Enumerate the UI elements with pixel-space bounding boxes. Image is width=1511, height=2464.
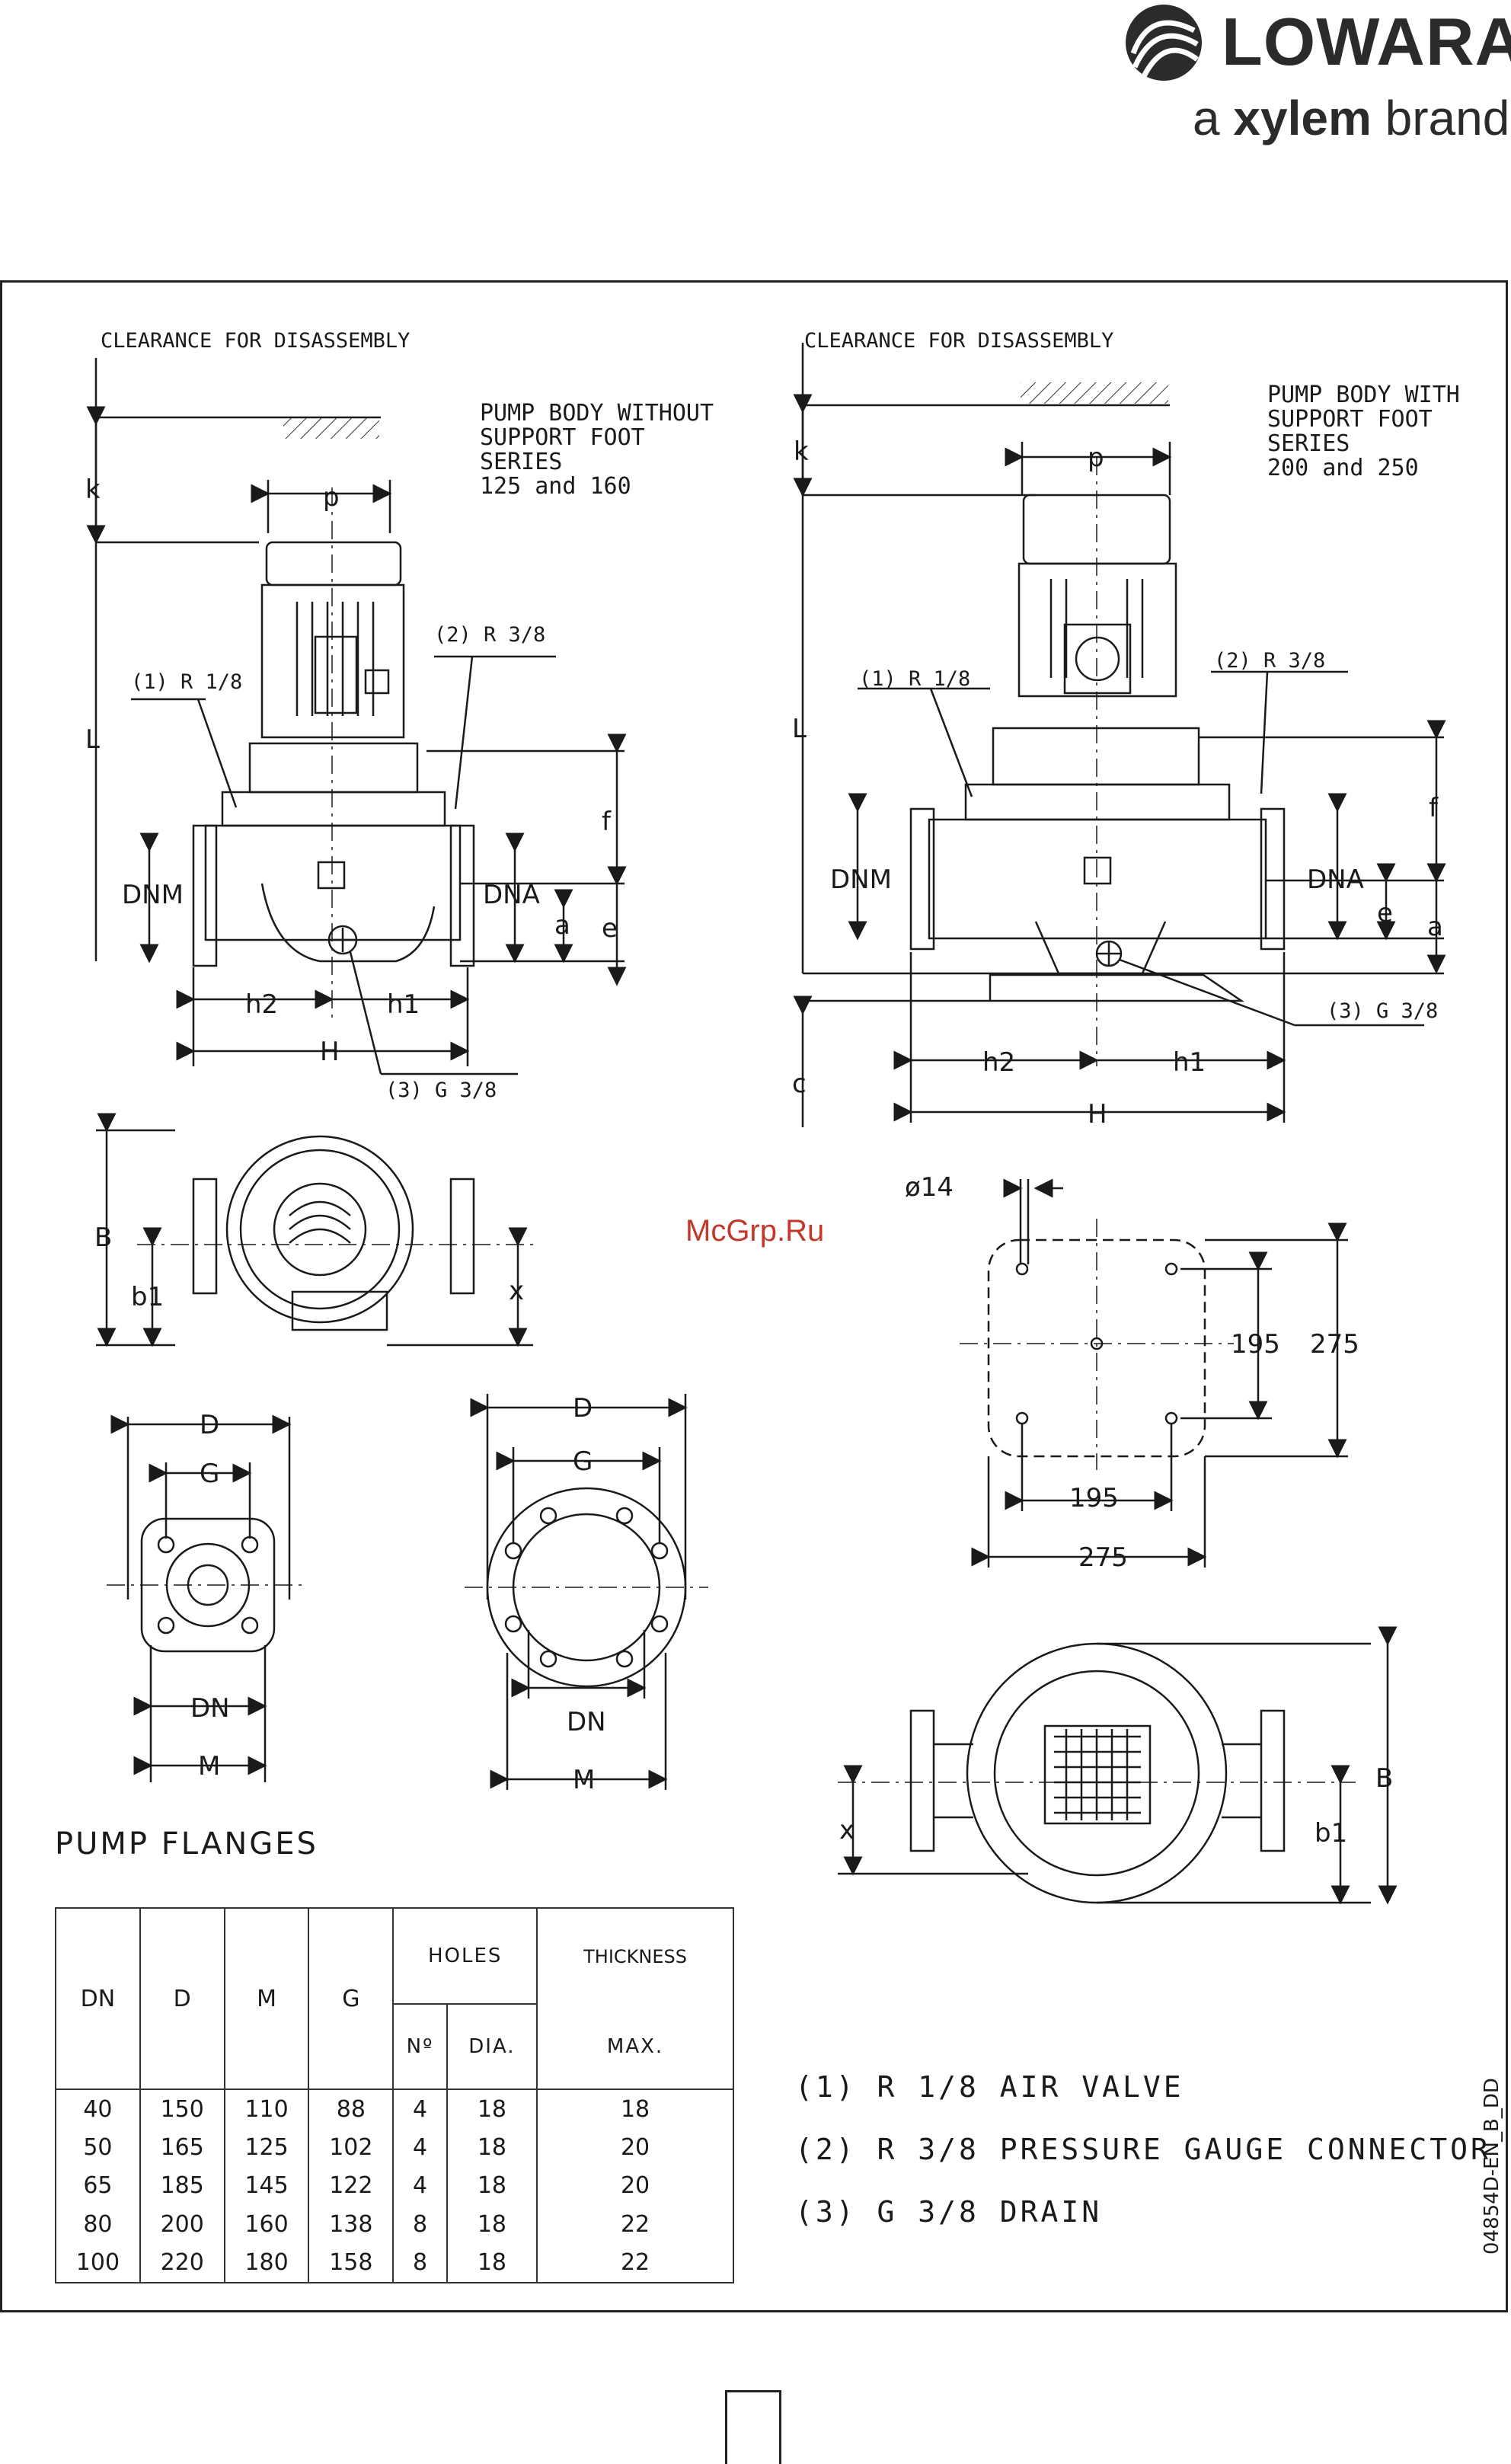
flange-small-D: D (200, 1410, 219, 1440)
page-number-box (725, 2390, 781, 2464)
left-note-line-4: 125 and 160 (480, 473, 631, 500)
col-holes-no: Nº (392, 2003, 448, 2090)
right-dim-L: L (792, 714, 807, 744)
col-d: D (139, 1907, 225, 2090)
left-plan-dim-x: x (509, 1276, 524, 1306)
right-dim-h1: h1 (1173, 1047, 1206, 1078)
brand-tagline: a xylem brand (1193, 91, 1510, 145)
right-dim-p: p (1088, 443, 1104, 473)
foot-dim-outer-v: 275 (1310, 1329, 1359, 1360)
left-dim-L: L (85, 724, 100, 755)
right-note-line-1: PUMP BODY WITH (1267, 382, 1460, 408)
left-dim-h1: h1 (387, 989, 420, 1020)
right-callout-2: (2) R 3/8 (1214, 649, 1325, 673)
drawing-frame (0, 280, 1508, 2312)
right-dim-h2: h2 (982, 1047, 1015, 1078)
left-pump-elevation (86, 358, 627, 1075)
document-id: 04854D-EN_B_DD (1481, 2078, 1503, 2255)
left-note-line-2: SUPPORT FOOT (480, 424, 645, 451)
left-dim-H: H (320, 1037, 340, 1067)
flange-8-holes (465, 1394, 708, 1790)
left-note-line-1: PUMP BODY WITHOUT (480, 400, 714, 427)
right-dim-c: c (792, 1069, 807, 1099)
support-foot-plan (960, 1178, 1348, 1568)
left-dim-a: a (554, 910, 570, 941)
col-dn: DN (55, 1907, 141, 2090)
foot-dim-outer-h: 275 (1078, 1542, 1128, 1573)
flange-large-D: D (573, 1393, 593, 1424)
right-clearance-label: CLEARANCE FOR DISASSEMBLY (804, 329, 1113, 353)
lowara-swirl-icon (1126, 5, 1202, 81)
left-clearance-label: CLEARANCE FOR DISASSEMBLY (101, 329, 410, 353)
left-dim-f: f (602, 807, 612, 837)
right-callout-3: (3) G 3/8 (1327, 999, 1438, 1023)
right-pump-elevation (793, 343, 1446, 1127)
flange-4-holes (107, 1414, 305, 1782)
left-pump-plan (96, 1113, 533, 1347)
col-holes: HOLES (392, 1907, 538, 2005)
foot-hole-dia: ø14 (905, 1172, 954, 1203)
right-plan-dim-x: x (839, 1815, 855, 1846)
right-dim-f: f (1429, 793, 1439, 823)
left-callout-3: (3) G 3/8 (385, 1079, 497, 1102)
right-dim-e: e (1377, 898, 1393, 928)
left-dim-DNA: DNA (483, 880, 540, 910)
flange-large-DN: DN (567, 1707, 606, 1737)
right-pump-plan (838, 1626, 1398, 1905)
right-dim-a: a (1427, 912, 1443, 942)
flange-small-G: G (200, 1459, 219, 1489)
col-thickness: THICKNESS (536, 1907, 734, 2004)
left-dim-e: e (602, 913, 618, 944)
right-dim-DNA: DNA (1307, 864, 1364, 895)
brand-name: LOWARA (1222, 4, 1511, 79)
right-dim-k: k (794, 436, 809, 467)
right-plan-dim-B: B (1375, 1763, 1393, 1794)
right-callout-1: (1) R 1/8 (859, 667, 970, 691)
pump-flanges-table: DN D M G HOLES THICKNESS Nº DIA. MAX. 40… (55, 1907, 734, 2284)
watermark: McGrp.Ru (685, 1214, 825, 1248)
pump-flanges-title: PUMP FLANGES (55, 1826, 318, 1862)
flange-large-G: G (573, 1446, 593, 1477)
col-thickness-max: MAX. (536, 2004, 734, 2090)
left-callout-1: (1) R 1/8 (131, 670, 242, 694)
left-dim-p: p (323, 482, 340, 513)
left-dim-DNM: DNM (122, 880, 184, 910)
right-dim-DNM: DNM (830, 864, 892, 895)
right-dim-H: H (1088, 1099, 1107, 1130)
legend-item-pressure-gauge: (2) R 3/8 PRESSURE GAUGE CONNECTOR (795, 2133, 1491, 2166)
left-note-line-3: SERIES (480, 449, 562, 475)
foot-dim-inner-h: 195 (1069, 1483, 1119, 1513)
right-plan-dim-b1: b1 (1315, 1818, 1347, 1849)
left-callout-2: (2) R 3/8 (434, 623, 545, 647)
flange-small-DN: DN (190, 1693, 230, 1724)
foot-dim-inner-v: 195 (1231, 1329, 1280, 1360)
col-holes-dia: DIA. (446, 2003, 538, 2090)
right-note-line-3: SERIES (1267, 430, 1350, 457)
col-m: M (223, 1907, 310, 2090)
legend-item-drain: (3) G 3/8 DRAIN (795, 2195, 1103, 2229)
lowara-logo (1112, 0, 1508, 160)
flange-large-M: M (573, 1765, 595, 1795)
left-plan-dim-b1: b1 (131, 1282, 164, 1312)
right-note-line-2: SUPPORT FOOT (1267, 406, 1433, 433)
flange-small-M: M (198, 1751, 220, 1782)
left-plan-dim-B: B (94, 1222, 112, 1253)
col-g: G (308, 1907, 395, 2090)
left-dim-k: k (85, 475, 101, 505)
legend-item-air-valve: (1) R 1/8 AIR VALVE (795, 2070, 1184, 2104)
right-note-line-4: 200 and 250 (1267, 455, 1419, 481)
left-dim-h2: h2 (245, 989, 278, 1020)
